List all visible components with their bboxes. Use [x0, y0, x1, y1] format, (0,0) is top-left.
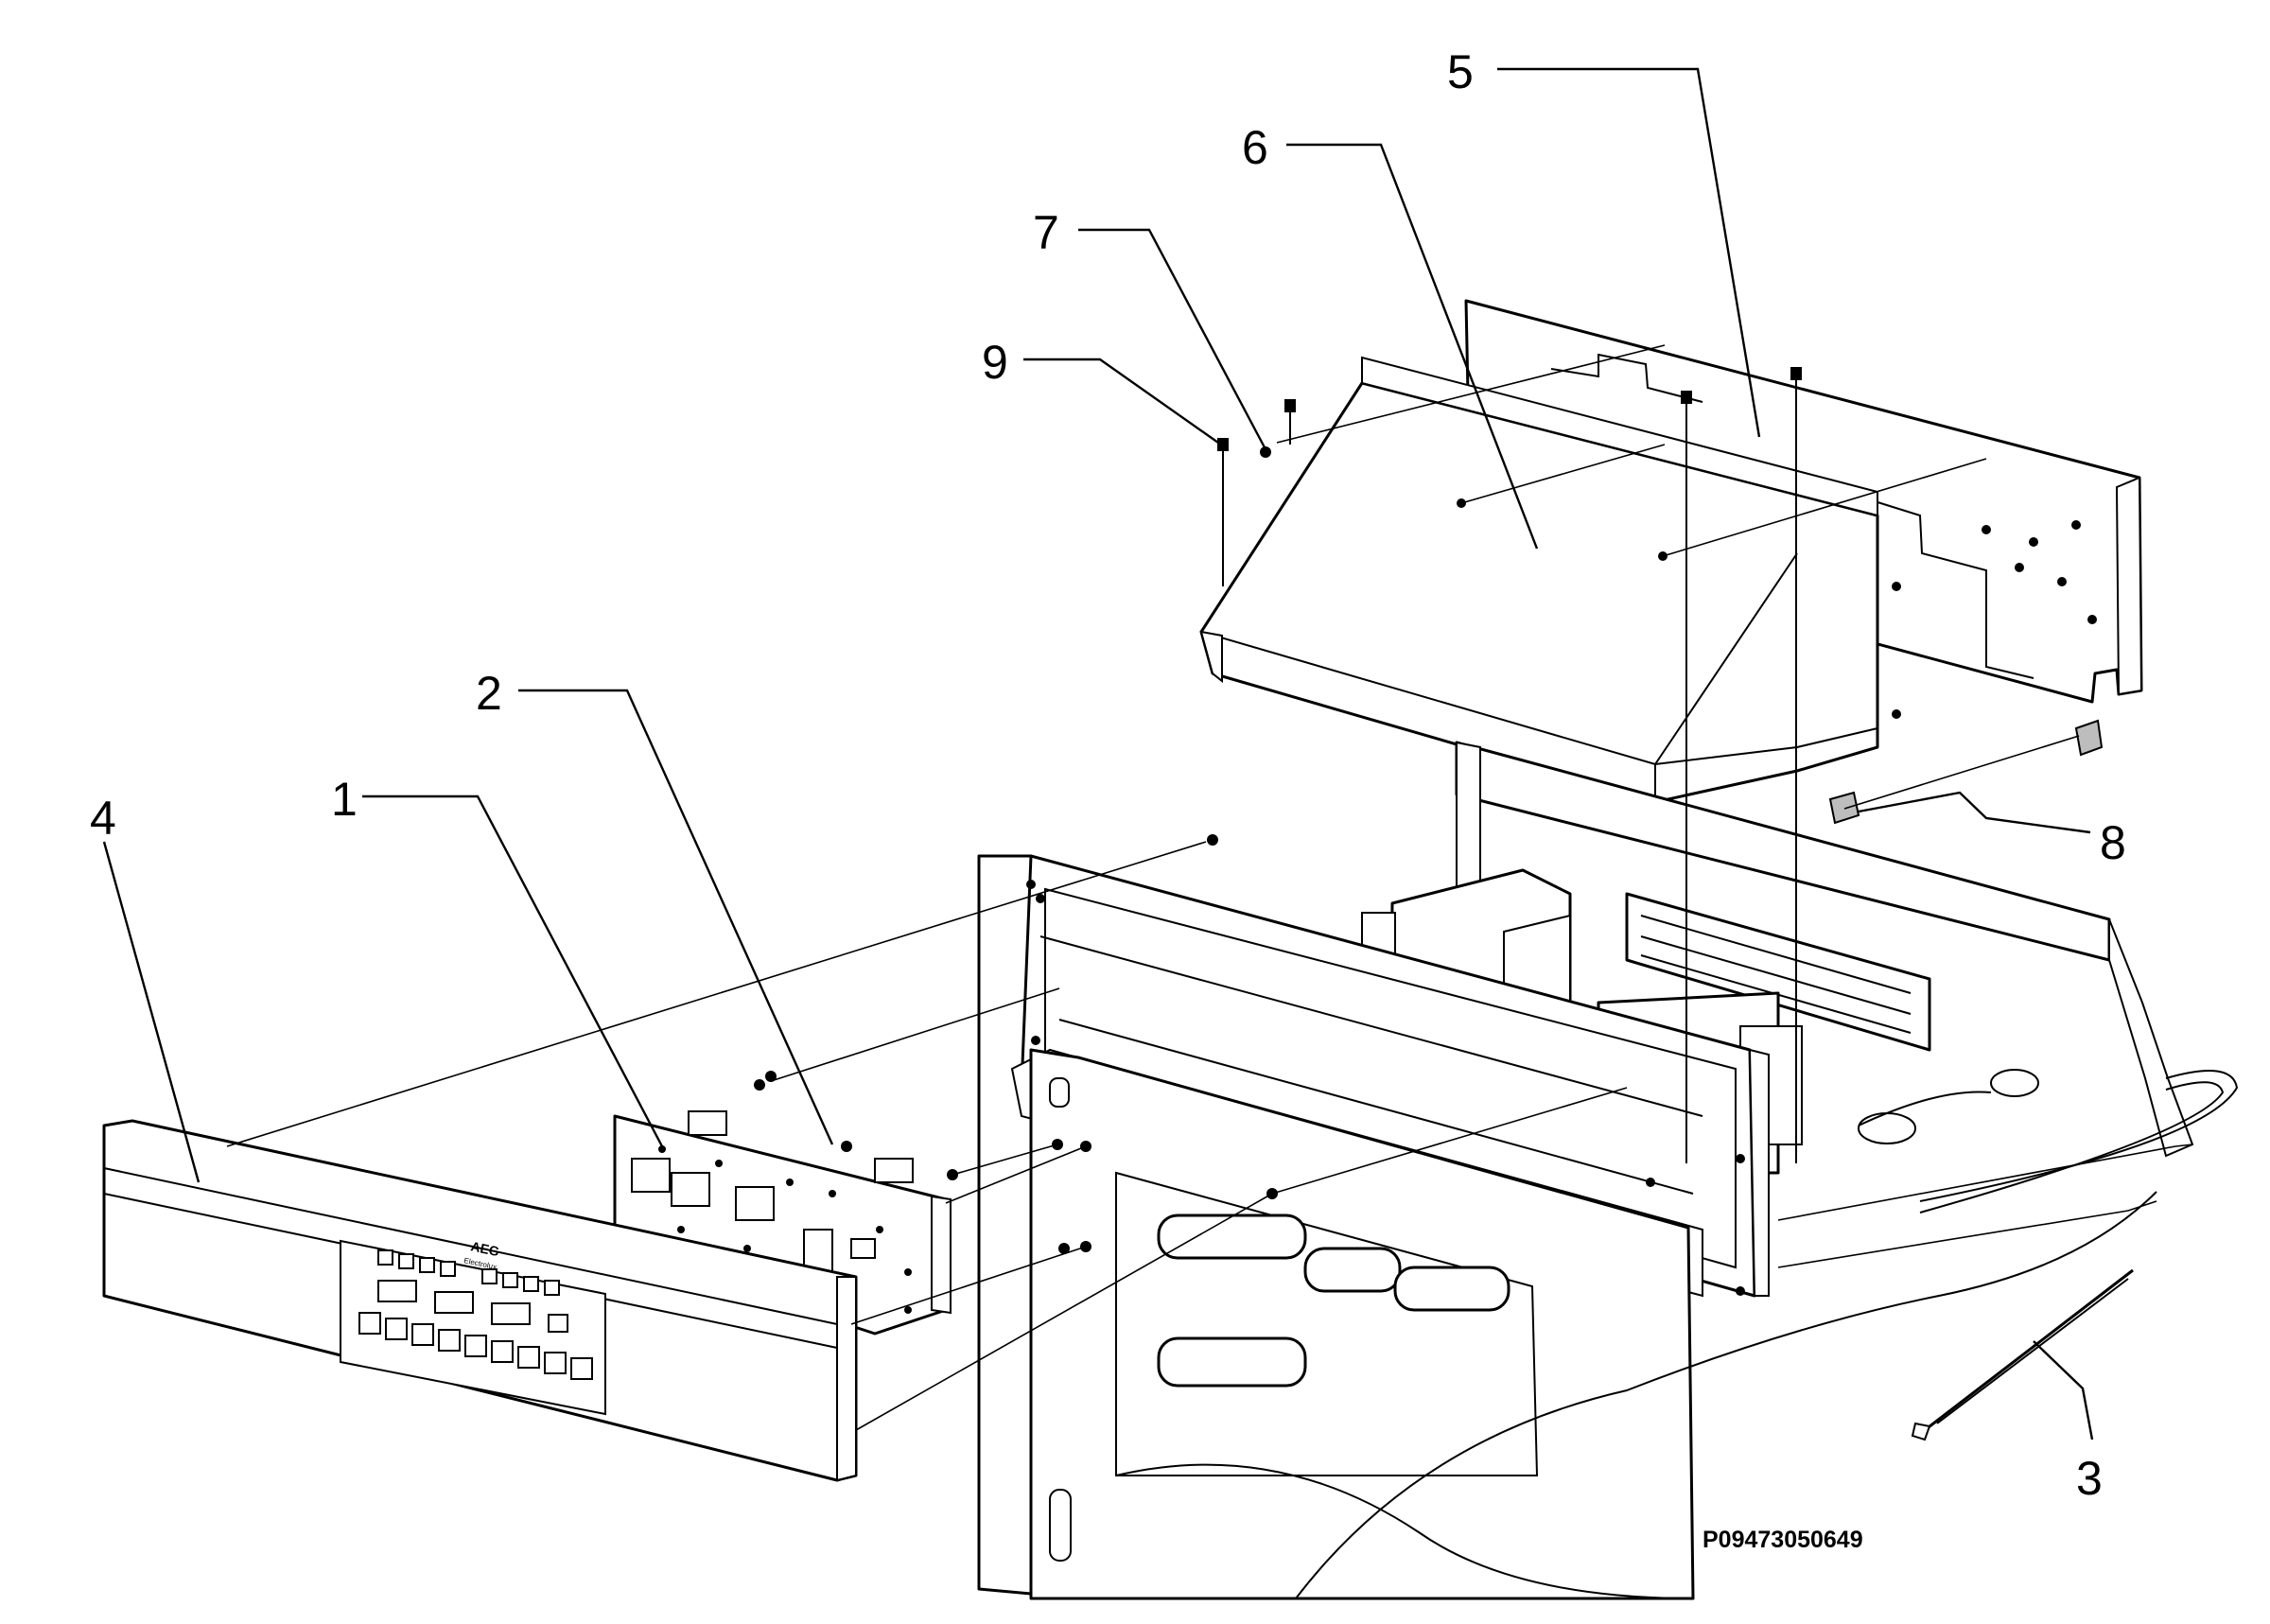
callout-label-9: 9 [982, 336, 1008, 389]
panel-key-grid [358, 1249, 593, 1380]
screws [754, 367, 1802, 1254]
oven-body-assembly [977, 741, 2239, 1600]
callout-labels: 1 2 3 4 5 6 7 8 9 [90, 45, 2126, 1505]
callout-label-6: 6 [1242, 121, 1268, 174]
callout-label-3: 3 [2076, 1452, 2103, 1505]
part-7-screw [1260, 399, 1296, 458]
assembly-lines [226, 344, 2080, 1431]
panel-brand-logo: AEG [469, 1238, 500, 1259]
part-6-top-cover [1199, 356, 1901, 804]
callout-label-2: 2 [476, 667, 502, 720]
callout-label-4: 4 [90, 792, 116, 845]
callout-label-1: 1 [331, 773, 358, 826]
callout-label-7: 7 [1033, 206, 1059, 259]
part-8-clips [1828, 719, 2104, 825]
part-3-probe [1911, 1268, 2134, 1441]
callout-leaders [102, 67, 2094, 1441]
drawing-code: P09473050649 [1702, 1527, 1863, 1553]
callout-label-8: 8 [2100, 816, 2126, 869]
part-4-control-panel: AEG Electrolux [102, 1119, 858, 1482]
callout-label-5: 5 [1447, 45, 1474, 98]
part-9-screw [1217, 438, 1229, 586]
